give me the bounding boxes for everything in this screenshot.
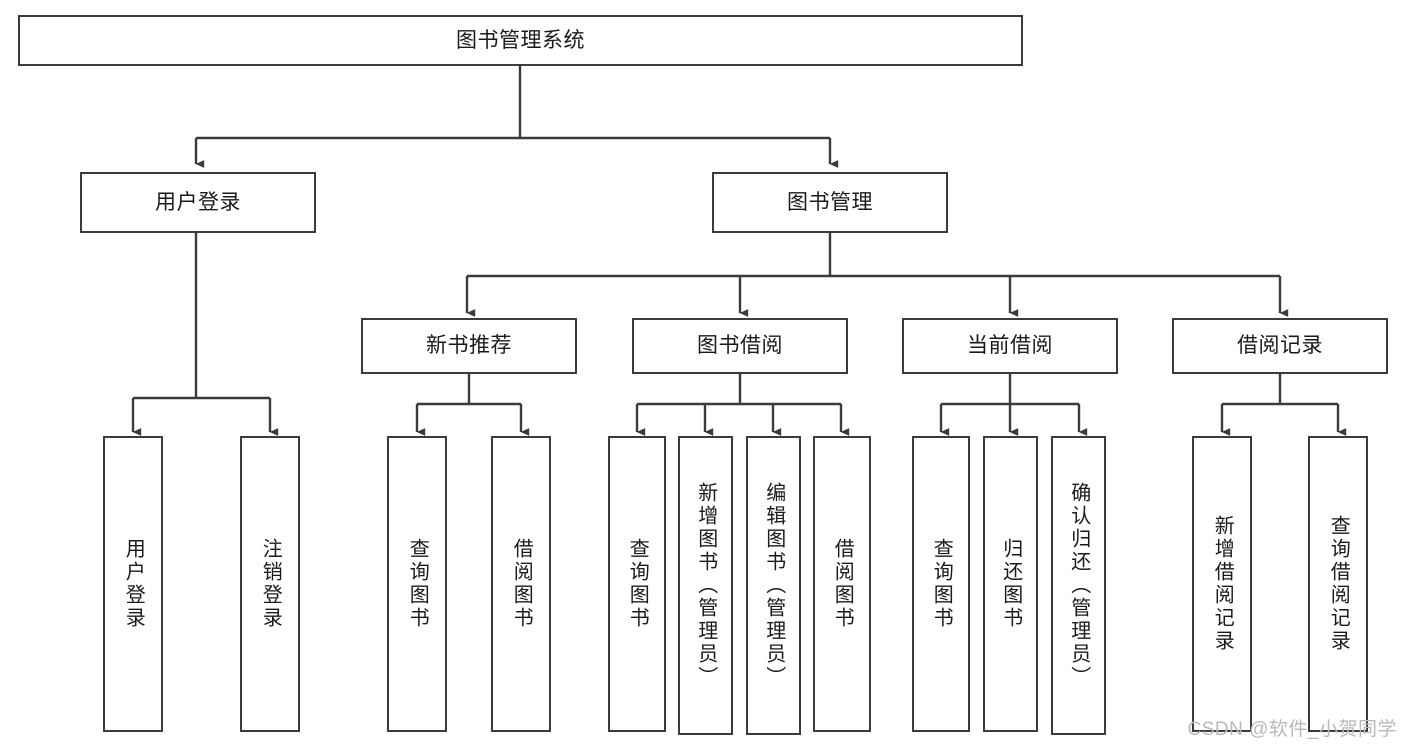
node-borrow-record[interactable]: 借阅记录 — [1172, 318, 1388, 374]
node-label: 当前借阅 — [967, 334, 1053, 358]
node-label: 图书借阅 — [697, 334, 783, 358]
leaf-logout-login[interactable]: 注销登录 — [240, 436, 300, 732]
leaf-add-book[interactable]: 新增图书（管理员） — [678, 436, 733, 735]
leaf-query-borrow-record[interactable]: 查询借阅记录 — [1308, 436, 1368, 732]
node-label: 借阅图书 — [510, 538, 533, 630]
node-label: 查询图书 — [626, 538, 649, 630]
node-book-borrow[interactable]: 图书借阅 — [632, 318, 848, 374]
leaf-user-login[interactable]: 用户登录 — [103, 436, 163, 732]
leaf-borrow-book[interactable]: 借阅图书 — [813, 436, 871, 732]
leaf-edit-book[interactable]: 编辑图书（管理员） — [746, 436, 801, 735]
leaf-return-book[interactable]: 归还图书 — [983, 436, 1038, 732]
node-label: 用户登录 — [122, 538, 145, 630]
node-label: 查询图书 — [406, 538, 429, 630]
leaf-confirm-return[interactable]: 确认归还（管理员） — [1051, 436, 1106, 735]
node-label: 新书推荐 — [426, 334, 512, 358]
leaf-query-book-recommend[interactable]: 查询图书 — [387, 436, 447, 732]
node-label: 新增借阅记录 — [1211, 515, 1234, 653]
leaf-query-book-borrow[interactable]: 查询图书 — [608, 436, 666, 732]
leaf-query-book-current[interactable]: 查询图书 — [912, 436, 970, 732]
node-label: 查询图书 — [930, 538, 953, 630]
node-label: 借阅图书 — [831, 538, 854, 630]
node-label: 归还图书 — [999, 538, 1022, 630]
csdn-watermark: CSDN @软件_小贺同学 — [1187, 719, 1397, 740]
node-label: 用户登录 — [155, 190, 241, 214]
node-label: 注销登录 — [259, 538, 282, 630]
node-label: 确认归还（管理员） — [1067, 482, 1090, 689]
node-root-system[interactable]: 图书管理系统 — [18, 15, 1023, 66]
leaf-borrow-book-recommend[interactable]: 借阅图书 — [491, 436, 551, 732]
node-label: 查询借阅记录 — [1327, 515, 1350, 653]
node-label: 借阅记录 — [1237, 334, 1323, 358]
leaf-add-borrow-record[interactable]: 新增借阅记录 — [1192, 436, 1252, 732]
node-label: 编辑图书（管理员） — [762, 482, 785, 689]
node-label: 新增图书（管理员） — [694, 482, 717, 689]
node-new-book-recommend[interactable]: 新书推荐 — [361, 318, 577, 374]
node-user-login[interactable]: 用户登录 — [80, 172, 316, 233]
node-label: 图书管理系统 — [456, 28, 585, 52]
node-label: 图书管理 — [787, 190, 873, 214]
node-current-borrow[interactable]: 当前借阅 — [902, 318, 1118, 374]
node-book-management[interactable]: 图书管理 — [712, 172, 948, 233]
